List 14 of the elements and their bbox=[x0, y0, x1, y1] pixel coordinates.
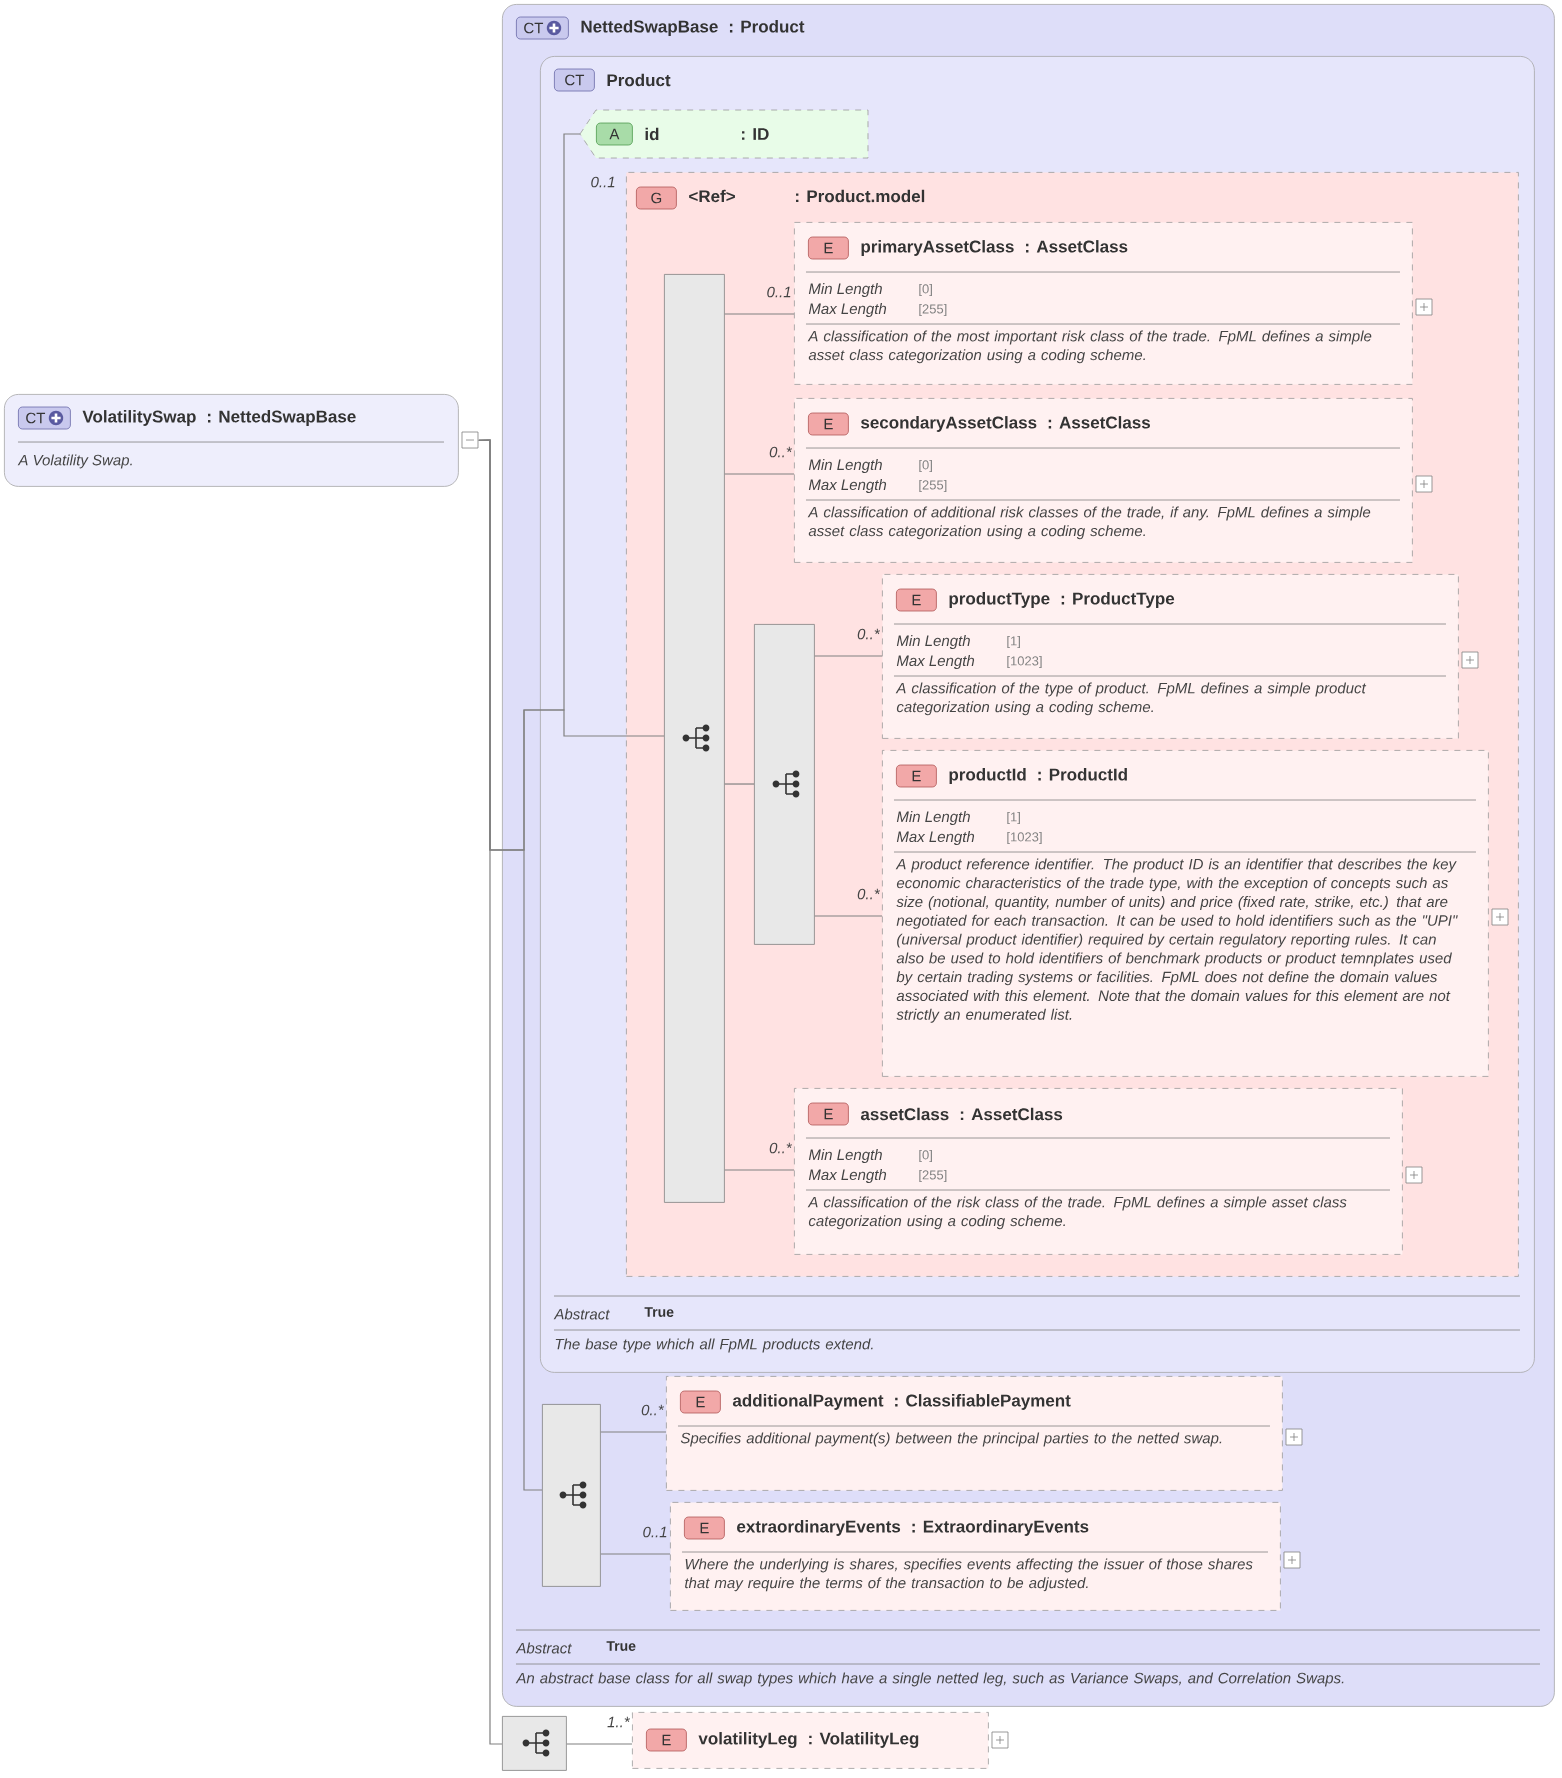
connector bbox=[724, 783, 755, 785]
compositor-box bbox=[754, 624, 815, 945]
connector bbox=[814, 655, 883, 657]
connector bbox=[566, 1743, 633, 1745]
connector bbox=[724, 473, 795, 475]
compositor-box bbox=[502, 1716, 567, 1771]
connector bbox=[814, 915, 883, 917]
connector bbox=[478, 439, 503, 1745]
connector bbox=[724, 1169, 795, 1171]
connector bbox=[600, 1431, 667, 1433]
connector bbox=[600, 1553, 671, 1555]
compositor-box bbox=[664, 274, 725, 1203]
connector bbox=[724, 313, 795, 315]
compositor-box bbox=[542, 1404, 601, 1587]
